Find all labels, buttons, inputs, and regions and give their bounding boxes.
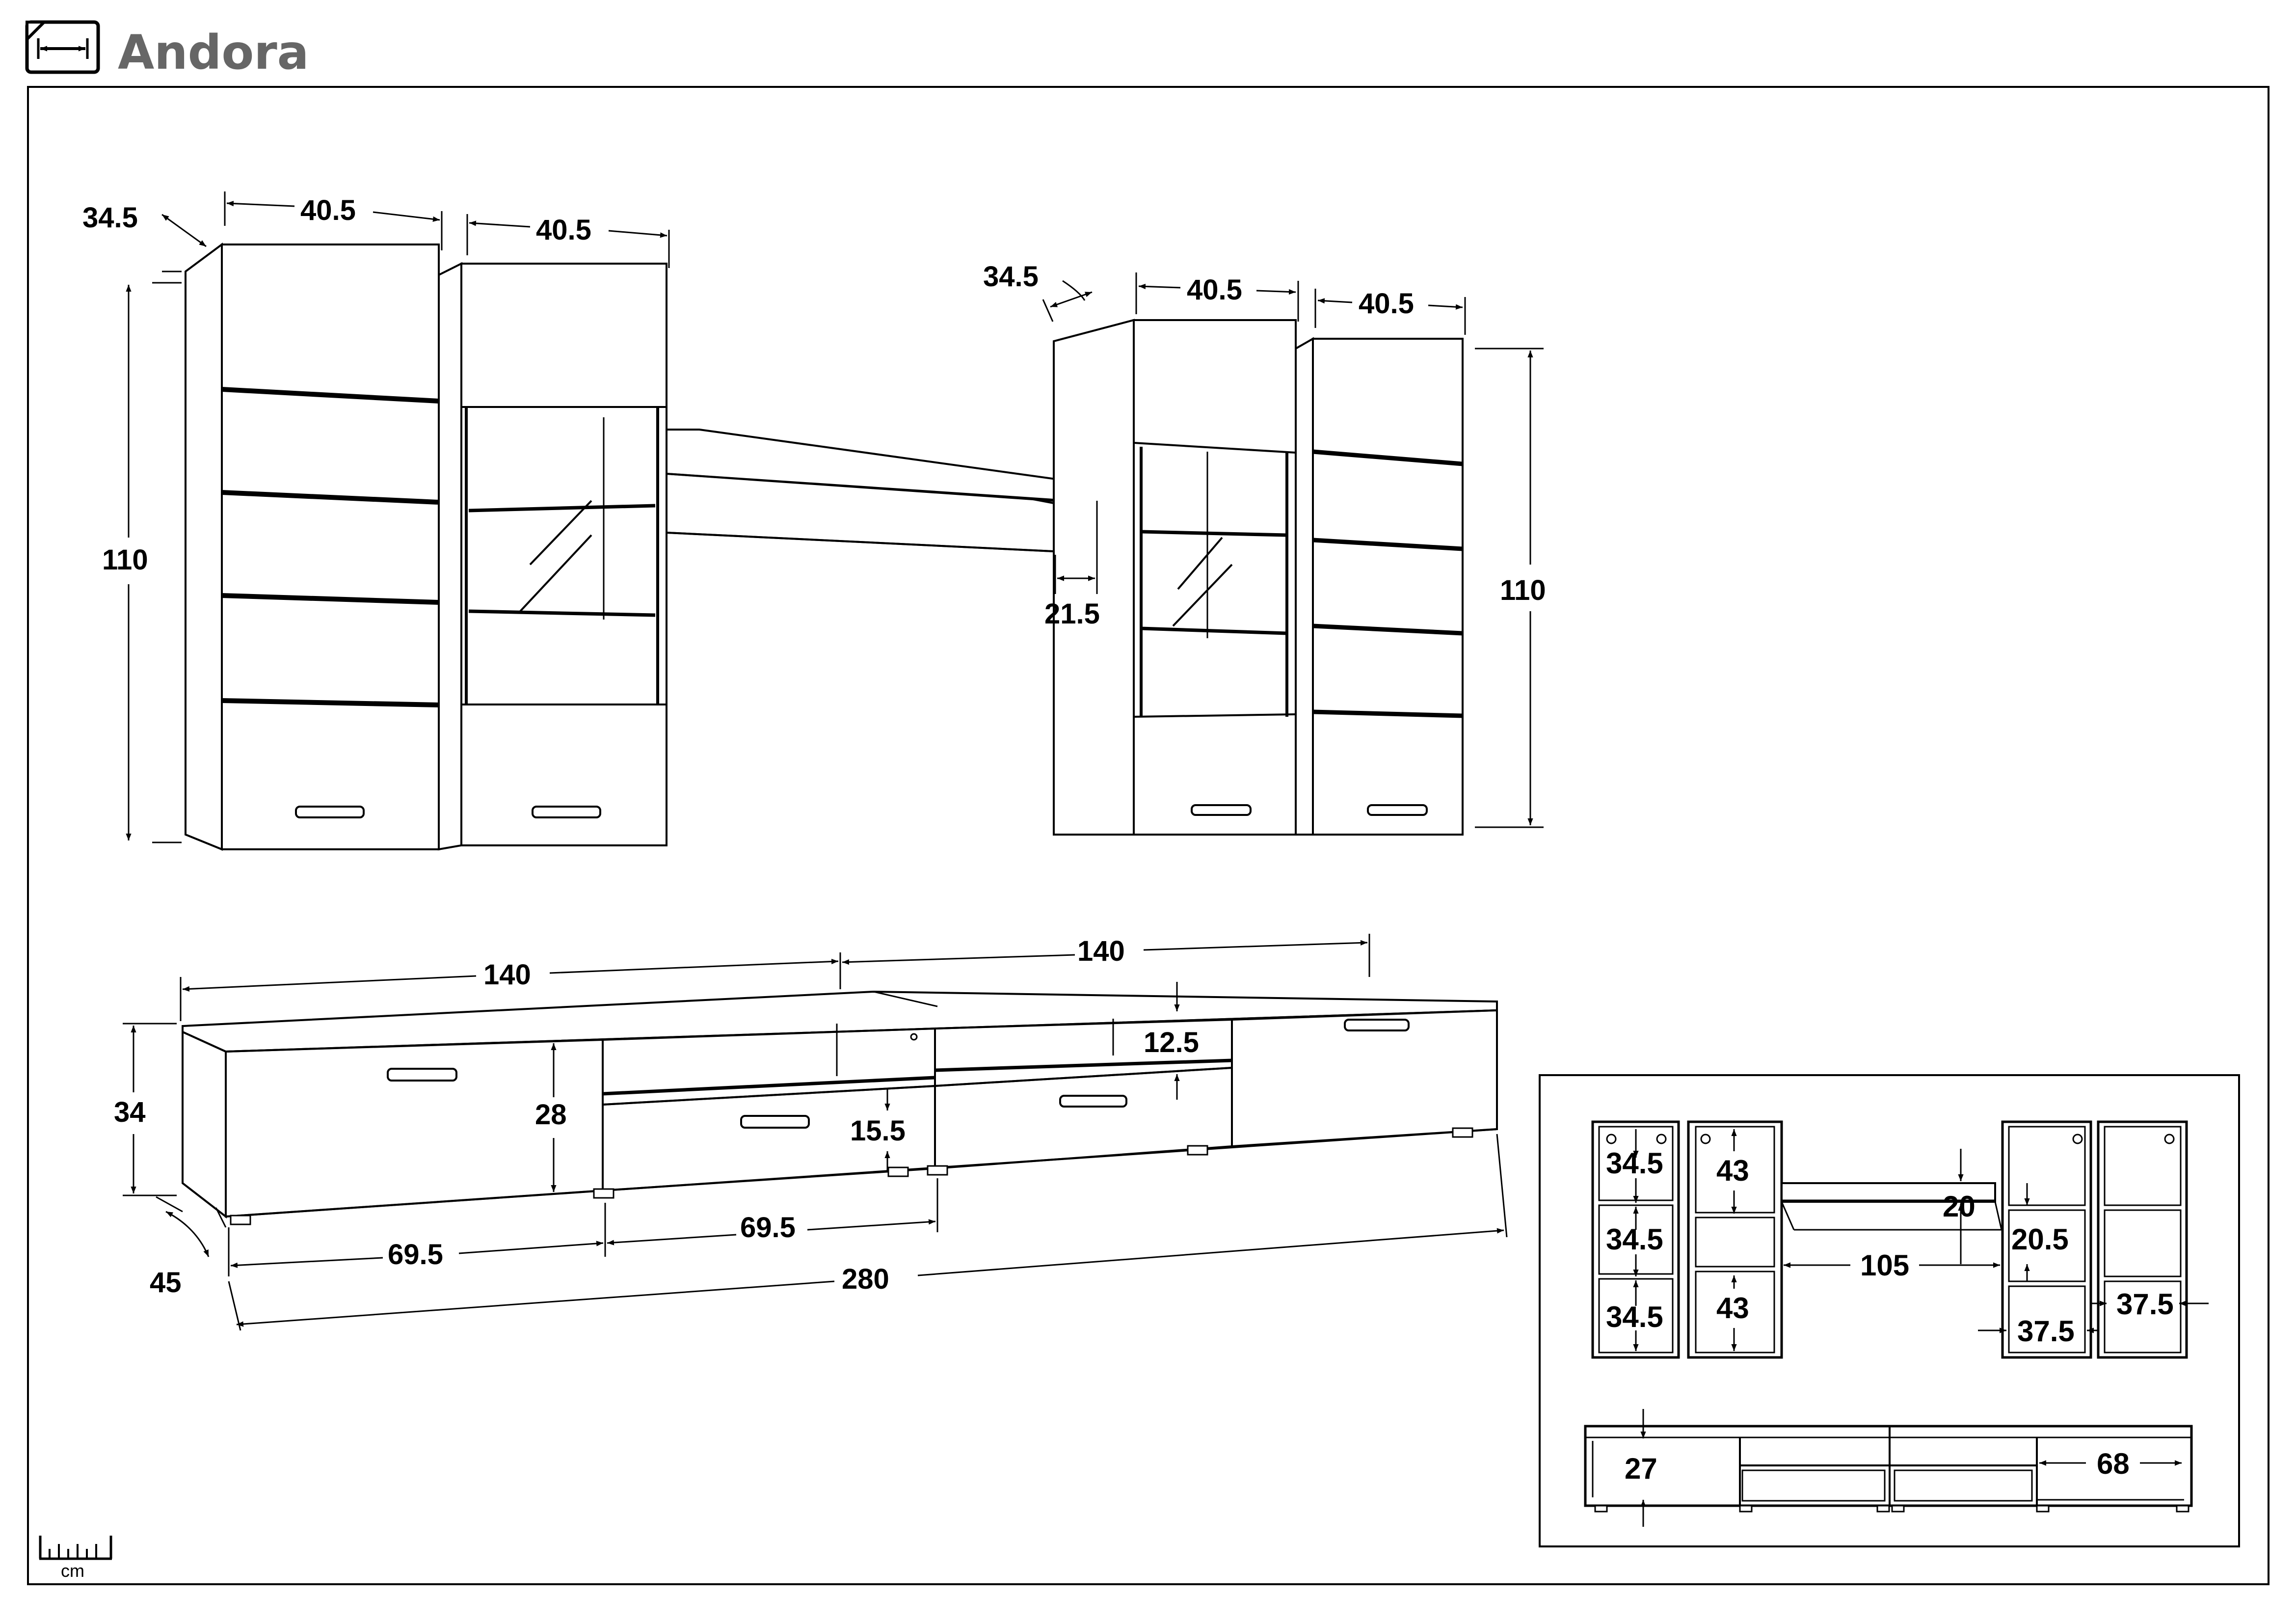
dim-left-width-b-label: 40.5	[536, 214, 591, 246]
dim-bench-segment-b-label: 69.5	[740, 1212, 796, 1244]
dim-bench-drawer: 15.5	[850, 1089, 906, 1170]
shelf-height-label: 20	[1943, 1190, 1976, 1223]
dim-right-width-a: 40.5	[1135, 272, 1299, 322]
cab3-comp-label: 20.5	[2011, 1223, 2069, 1256]
tv-bench	[182, 990, 1498, 1225]
dim-bench-140-right-label: 140	[1077, 935, 1125, 967]
dim-bench-inner-height-label: 28	[535, 1099, 567, 1131]
dim-bench-total: 280	[228, 1134, 1508, 1331]
cab2-bottom-label: 43	[1716, 1292, 1749, 1325]
dim-bench-height: 34	[114, 1023, 177, 1196]
dim-bench-140-left: 140	[180, 952, 841, 1021]
dim-right-depth: 34.5	[983, 261, 1093, 322]
dim-bench-140-right: 140	[842, 934, 1370, 977]
page-title: Andora	[118, 25, 309, 80]
bench-drawer-label: 68	[2097, 1447, 2130, 1480]
dim-bench-segment-b: 69.5	[607, 1178, 938, 1245]
wall-cabinet-left	[185, 243, 667, 851]
scale-bar: cm	[39, 1536, 112, 1581]
shelf-width-label: 105	[1860, 1249, 1909, 1282]
dim-right-height: 110	[1475, 348, 1546, 828]
scale-unit: cm	[61, 1561, 84, 1581]
wall-cabinet-right	[1053, 319, 1464, 836]
dim-bench-inner-height: 28	[535, 1043, 567, 1192]
cab1-comp-2-label: 34.5	[1606, 1223, 1663, 1256]
dim-shelf-depth: 21.5	[1044, 501, 1100, 630]
dim-bench-depth-label: 45	[150, 1267, 182, 1299]
cab1-comp-1-label: 34.5	[1606, 1147, 1663, 1180]
dim-bench-drawer-label: 15.5	[850, 1115, 906, 1147]
dim-left-depth: 34.5	[82, 202, 207, 272]
dim-left-height-label: 110	[102, 544, 148, 576]
bench-inner-label: 27	[1625, 1452, 1657, 1485]
floating-shelf	[666, 428, 1099, 553]
dim-bench-total-label: 280	[842, 1263, 889, 1295]
dim-left-depth-label: 34.5	[82, 202, 138, 234]
dimension-arrow-icon	[25, 20, 100, 74]
dim-left-height: 110	[102, 282, 182, 843]
main-frame	[27, 86, 2269, 1585]
dim-bench-140-left-label: 140	[483, 959, 531, 991]
dim-bench-shelf-gap: 12.5	[1144, 982, 1199, 1100]
dim-bench-depth: 45	[150, 1196, 227, 1299]
dim-bench-segment-a: 69.5	[228, 1203, 606, 1276]
dim-shelf-depth-label: 21.5	[1044, 598, 1100, 630]
interior-detail-panel: 34.5 34.5 34.5 43 43 20 105 2	[1539, 1074, 2240, 1547]
cab2-top-label: 43	[1716, 1154, 1749, 1187]
dim-left-width-b: 40.5	[466, 214, 670, 268]
cab3-bottom-label: 37.5	[2017, 1315, 2075, 1348]
dim-right-width-a-label: 40.5	[1187, 274, 1242, 306]
cab4-bottom-label: 37.5	[2116, 1288, 2174, 1321]
dim-bench-height-label: 34	[114, 1096, 146, 1128]
dim-left-width-a: 40.5	[224, 191, 443, 250]
cab1-comp-3-label: 34.5	[1606, 1300, 1663, 1333]
dim-right-height-label: 110	[1500, 574, 1546, 606]
dim-right-width-b-label: 40.5	[1359, 288, 1414, 320]
dim-bench-segment-a-label: 69.5	[388, 1239, 443, 1271]
dim-bench-shelf-gap-label: 12.5	[1144, 1027, 1199, 1058]
dim-right-depth-label: 34.5	[983, 261, 1039, 293]
dim-left-width-a-label: 40.5	[300, 194, 356, 226]
dim-right-width-b: 40.5	[1314, 288, 1466, 335]
